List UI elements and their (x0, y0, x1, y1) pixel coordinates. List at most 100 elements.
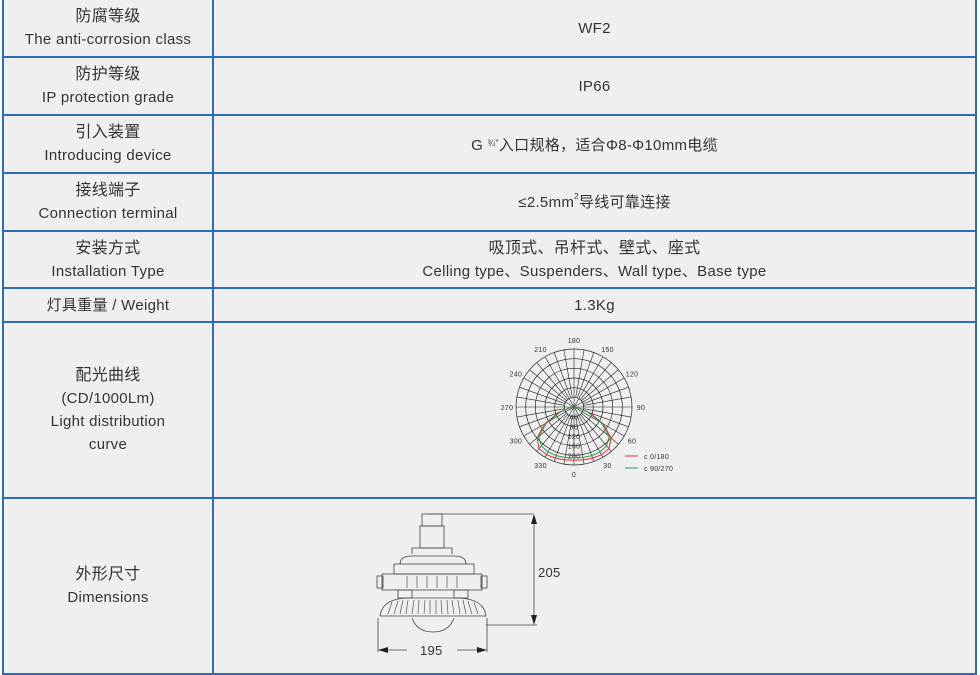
row-value: 205 195 (212, 497, 977, 675)
row-value: 1.3Kg (212, 287, 977, 323)
table-row: 配光曲线 (CD/1000Lm) Light distribution curve 0… (2, 321, 977, 499)
row-value: WF2 (212, 0, 977, 58)
grid-spoke (579, 362, 612, 400)
label-cn: 安装方式 (75, 239, 141, 257)
grid-spoke (528, 369, 567, 402)
series-curve (537, 406, 610, 459)
label-en: Introducing device (44, 147, 172, 164)
grid-spoke (582, 386, 629, 404)
angle-label: 270 (500, 405, 513, 412)
row-label: 配光曲线 (CD/1000Lm) Light distribution curve (2, 321, 214, 499)
table-row: 外形尺寸 Dimensions (2, 497, 977, 675)
label-cn: 防腐等级 (75, 8, 141, 25)
angle-label: 180 (567, 338, 580, 345)
radial-label: 80 (569, 424, 577, 431)
grid-spoke (580, 412, 619, 445)
label-cn: 防护等级 (75, 66, 141, 83)
grid-spoke (535, 362, 568, 400)
row-value: 0 30 60 90 120 150 180 210 240 270 300 330 40 80 120 16… (212, 321, 977, 499)
grid-spoke (516, 408, 565, 418)
grid-spoke (544, 406, 574, 458)
grid-spoke (544, 356, 574, 408)
table-row: 防护等级 IP protection grade IP66 (2, 56, 977, 116)
light-distribution-chart: 0 30 60 90 120 150 180 210 240 270 300 330 40 80 120 16… (500, 338, 673, 479)
angle-label: 330 (534, 463, 547, 470)
radial-label: 40 (569, 415, 577, 422)
grid-spoke (576, 415, 594, 462)
grid-spoke (580, 369, 619, 402)
radial-label: 120 (567, 434, 580, 441)
grid-spoke (553, 352, 571, 399)
grid-spoke (553, 415, 571, 462)
angle-label: 0 (571, 472, 575, 479)
label-en: The anti-corrosion class (24, 31, 192, 48)
grid-spoke (579, 414, 612, 452)
legend-label: c 0/180 (644, 454, 669, 461)
height-dimension: 205 (538, 565, 561, 580)
value-text: 入口规格，适合Φ8-Φ10mm电缆 (498, 136, 718, 154)
grid-spoke (563, 349, 573, 398)
label-cn: 接线端子 (75, 182, 141, 199)
legend-label: c 90/270 (644, 466, 673, 473)
angle-label: 60 (627, 439, 635, 446)
value-sup: 2 (574, 191, 579, 201)
grid-spoke (573, 356, 603, 408)
row-label: 接线端子 Connection terminal (2, 172, 214, 232)
value-en: Celling type、Suspenders、Wall type、Base t… (422, 262, 767, 280)
angle-label: 90 (636, 405, 644, 412)
row-label: 防护等级 IP protection grade (2, 56, 214, 116)
row-value: IP66 (212, 56, 977, 116)
label-cn: 外形尺寸 (75, 566, 141, 583)
lamp-outline (376, 513, 537, 652)
label-en: curve (88, 436, 128, 453)
angle-label: 30 (603, 463, 611, 470)
row-label: 安装方式 Installation Type (2, 230, 214, 289)
grid-spoke (535, 414, 568, 452)
grid-spoke (516, 396, 565, 406)
label-en: Dimensions (67, 589, 149, 606)
grid-spoke (574, 349, 584, 398)
dimension-arrows (378, 513, 537, 653)
table-row: 接线端子 Connection terminal ≤2.5mm2导线可靠连接 (2, 172, 977, 232)
radial-label: 160 (567, 444, 580, 451)
label-unit: (CD/1000Lm) (61, 390, 155, 407)
grid-spoke (528, 412, 567, 445)
label-cn: 配光曲线 (75, 367, 141, 384)
radial-label: 200 (567, 453, 580, 460)
grid-spoke (574, 416, 584, 465)
table-row: 安装方式 Installation Type 吸顶式、吊杆式、壁式、座式 Celli… (2, 230, 977, 289)
grid-spoke (576, 352, 594, 399)
lamp-fins (387, 575, 479, 614)
angle-label: 210 (534, 347, 547, 354)
angle-label: 300 (509, 439, 522, 446)
dimension-drawing: 205 195 (376, 513, 561, 658)
row-label: 外形尺寸 Dimensions (2, 497, 214, 675)
label-en: Connection terminal (38, 205, 178, 222)
angle-label: 150 (601, 347, 614, 354)
value-prefix: ≤2.5mm (518, 193, 575, 211)
row-label: 灯具重量 / Weight (2, 287, 214, 323)
label-en: IP protection grade (41, 89, 175, 106)
table-row: 防腐等级 The anti-corrosion class WF2 (2, 0, 977, 58)
value-prefix: G (471, 136, 484, 154)
width-dimension: 195 (420, 643, 443, 658)
table-row: 灯具重量 / Weight 1.3Kg (2, 287, 977, 323)
angle-label: 240 (509, 372, 522, 379)
grid-spoke (573, 377, 624, 408)
grid-spoke (582, 408, 631, 418)
row-value: G ¾"入口规格，适合Φ8-Φ10mm电缆 (212, 114, 977, 174)
row-label: 防腐等级 The anti-corrosion class (2, 0, 214, 58)
angle-label: 120 (625, 372, 638, 379)
grid-spoke (573, 406, 603, 458)
value-cn: 吸顶式、吊杆式、壁式、座式 (488, 239, 701, 257)
label-en: Installation Type (51, 262, 165, 280)
row-value: 吸顶式、吊杆式、壁式、座式 Celling type、Suspenders、Wal… (212, 230, 977, 289)
label-en: Light distribution (50, 413, 166, 430)
grid-spoke (518, 386, 565, 404)
value-text: 导线可靠连接 (578, 193, 671, 211)
value-fraction: ¾" (487, 137, 499, 148)
